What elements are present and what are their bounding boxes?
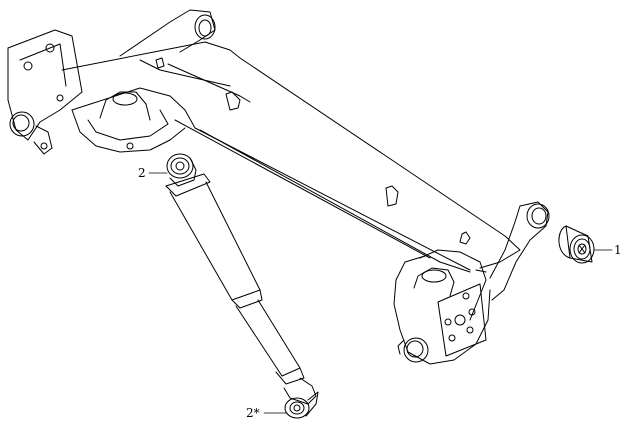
right-trailing-arm <box>393 201 550 365</box>
callout-bushing-number: 1 <box>614 243 622 257</box>
callout-lower-shock-bushing-number: 2* <box>246 406 260 420</box>
left-trailing-arm <box>7 9 216 155</box>
bushing <box>558 225 613 264</box>
torsion-beam <box>61 41 521 273</box>
shock-absorber <box>165 153 319 419</box>
callout-upper-shock-bushing-number: 2 <box>138 166 146 180</box>
